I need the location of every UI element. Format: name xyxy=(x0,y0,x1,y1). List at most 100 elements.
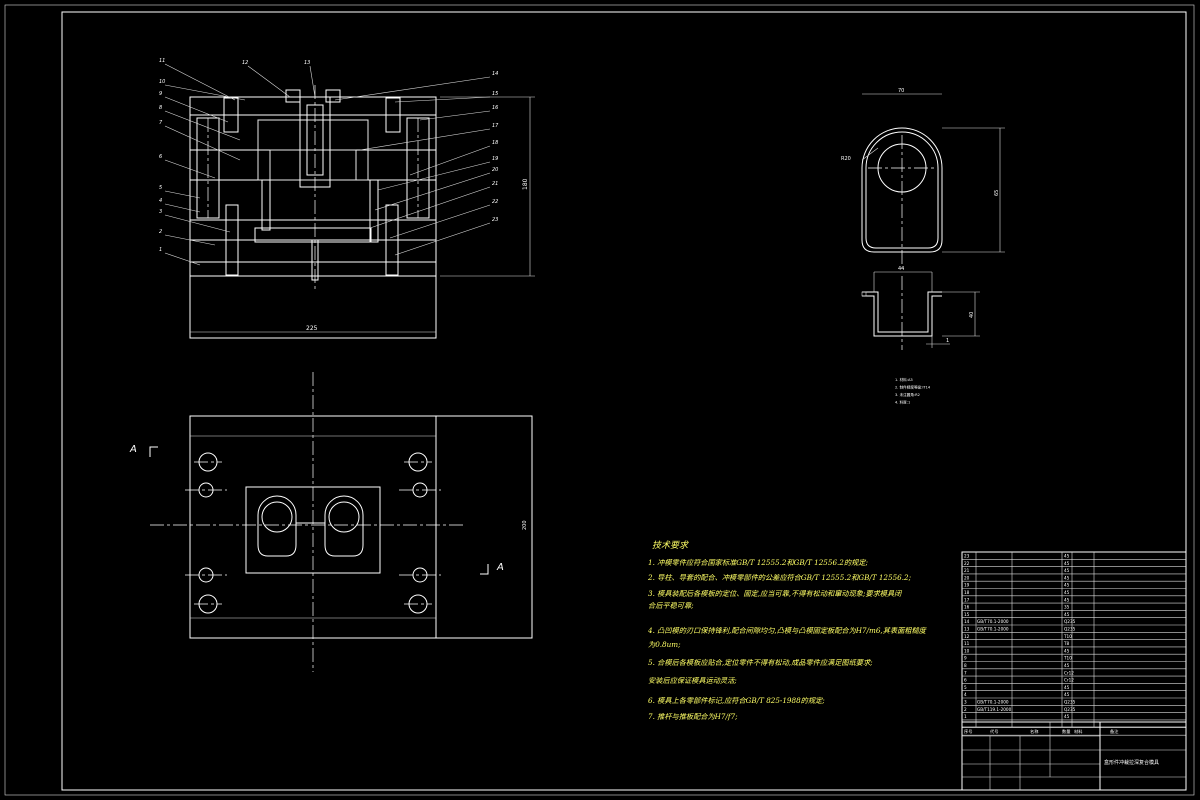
callout-3: 3 xyxy=(159,209,162,215)
callout-7: 7 xyxy=(159,120,163,126)
bom-cell: 11 xyxy=(964,641,970,646)
bom-cell: T10 xyxy=(1063,634,1072,639)
plan-side-dim: 200 xyxy=(522,520,528,530)
bom-cell: 22 xyxy=(964,561,970,566)
part-note: 1. 材料:A3 xyxy=(895,377,913,382)
callout-19: 19 xyxy=(492,156,498,162)
bom-header-cell: 名称 xyxy=(1030,728,1038,735)
bom-cell: 18 xyxy=(964,590,970,595)
thickness-dim: 1 xyxy=(946,338,949,344)
bom-cell: 2 xyxy=(964,707,967,712)
bom-cell: GB/T70.1-2000 xyxy=(977,619,1009,624)
bom-cell: 45 xyxy=(1064,685,1070,690)
bom-cell: 1 xyxy=(964,714,967,719)
callout-2: 2 xyxy=(159,229,162,235)
bom-header-cell: 代号 xyxy=(990,728,998,735)
bom-cell: 45 xyxy=(1064,583,1070,588)
bom-cell: 35 xyxy=(1064,605,1070,610)
bom-cell: 23 xyxy=(964,554,970,559)
leader-line-14 xyxy=(334,76,491,101)
bom-cell: 45 xyxy=(1064,612,1070,617)
part-width-dim: 70 xyxy=(898,88,904,94)
inner-border xyxy=(61,11,1187,791)
bom-cell: Q235 xyxy=(1064,619,1076,624)
leader-line-18 xyxy=(409,145,491,176)
bom-cell: 3 xyxy=(964,700,967,705)
section-mark-bottom: A xyxy=(496,562,504,573)
leader-line-7 xyxy=(164,125,241,161)
bom-cell: T10 xyxy=(1063,656,1072,661)
bom-cell: 5 xyxy=(964,685,967,690)
technical-requirements: 技术要求 1. 冲模零件应符合国家标准GB/T 12555.2和GB/T 125… xyxy=(647,540,928,721)
callout-5: 5 xyxy=(159,185,162,191)
bom-cell: 45 xyxy=(1064,663,1070,668)
width-dim: 225 xyxy=(306,325,318,332)
plan-view: A A 200 xyxy=(129,372,533,672)
leader-line-11 xyxy=(164,63,236,101)
part-note: 2. 制件精度等级:IT14 xyxy=(895,385,931,390)
callout-10: 10 xyxy=(159,79,165,85)
callout-1: 1 xyxy=(159,247,162,253)
bom-cell: T8 xyxy=(1063,641,1070,646)
leader-line-8 xyxy=(164,110,241,141)
callout-23: 23 xyxy=(492,217,498,223)
height-dim: 180 xyxy=(522,178,529,190)
bom-cell: 45 xyxy=(1064,692,1070,697)
tech-req-item: 6. 模具上各零部件标记,应符合GB/T 825-1988的规定; xyxy=(648,696,825,705)
leader-line-15 xyxy=(394,96,491,103)
leader-line-21 xyxy=(369,186,491,229)
tech-req-item: 7. 推杆与推板配合为H7/f7; xyxy=(648,712,738,721)
drawing-name: 盒形件冲裁拉深复合模具 xyxy=(1104,759,1159,766)
bom-cell: 7 xyxy=(964,670,967,675)
bom-cell: 10 xyxy=(964,648,970,653)
bom-cell: 45 xyxy=(1064,561,1070,566)
title-block: 盒形件冲裁拉深复合模具 xyxy=(961,721,1187,791)
bom-cell: 13 xyxy=(964,627,970,632)
bom-cell: 45 xyxy=(1064,714,1070,719)
bom-cell: 8 xyxy=(964,663,967,668)
bom-cell: Q235 xyxy=(1064,700,1076,705)
leader-line-23 xyxy=(394,222,491,256)
bom-cell: 45 xyxy=(1064,568,1070,573)
bom-header-cell: 材料 xyxy=(1074,728,1083,735)
leader-line-12 xyxy=(247,65,291,98)
callout-13: 13 xyxy=(304,60,310,66)
leader-line-22 xyxy=(389,204,491,239)
bom-cell: 12 xyxy=(964,634,970,639)
bom-cell: 45 xyxy=(1064,597,1070,602)
leader-line-13 xyxy=(309,65,316,98)
tech-req-item: 1. 冲模零件应符合国家标准GB/T 12555.2和GB/T 12556.2的… xyxy=(648,558,868,567)
bom-cell: 16 xyxy=(964,605,970,610)
callout-18: 18 xyxy=(492,140,498,146)
bom-cell: 4 xyxy=(964,692,967,697)
leader-line-17 xyxy=(359,128,491,151)
bom-cell: Cr12 xyxy=(1064,670,1074,675)
tech-req-item: 安装后应保证模具运动灵活; xyxy=(648,676,737,685)
leader-line-20 xyxy=(374,172,491,211)
bom-cell: 45 xyxy=(1064,554,1070,559)
callout-17: 17 xyxy=(492,123,499,129)
leader-line-1 xyxy=(164,252,201,266)
part-note: 3. 未注圆角:R2 xyxy=(895,392,920,397)
callout-14: 14 xyxy=(492,71,498,77)
bom-cell: 17 xyxy=(964,597,970,602)
bom-header-cell: 序号 xyxy=(964,728,972,735)
leader-line-2 xyxy=(164,234,216,246)
tech-req-item: 为0.8um; xyxy=(648,640,681,649)
depth-height-dim: 40 xyxy=(969,312,975,318)
leader-line-4 xyxy=(164,203,201,213)
section-view: 225 180 xyxy=(189,85,535,339)
bom-cell: Q235 xyxy=(1064,707,1076,712)
leader-line-5 xyxy=(164,190,201,199)
bom-cell: GB/T70.1-2000 xyxy=(977,700,1009,705)
part-view: 70 65 R20 44 40 1 1. 材料:A32. 制件精度等级:IT14… xyxy=(841,88,1005,405)
bom-cell: 19 xyxy=(964,583,970,588)
bom-cell: GB/T70.1-2000 xyxy=(977,627,1009,632)
callout-6: 6 xyxy=(159,154,162,160)
callout-21: 21 xyxy=(492,181,498,187)
bom-cell: GB/T119.1-2000 xyxy=(977,707,1012,712)
bom-cell: 45 xyxy=(1064,648,1070,653)
